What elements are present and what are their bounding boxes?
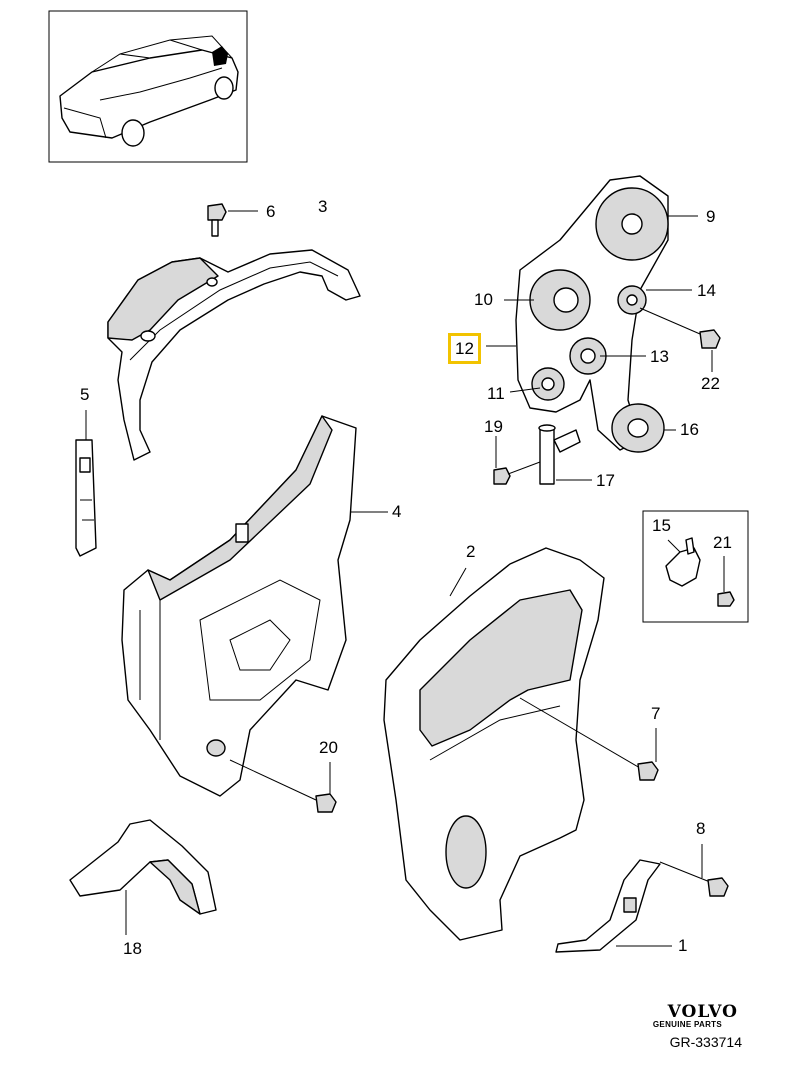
part-8-bolt (659, 844, 729, 897)
part-5-clip (75, 410, 97, 557)
callout-18: 18 (123, 939, 142, 958)
callout-14: 14 (697, 281, 716, 300)
callout-8: 8 (696, 819, 706, 838)
callout-21: 21 (713, 533, 732, 552)
part-1-shield (555, 859, 672, 953)
callout-12-highlighted[interactable]: 12 (448, 333, 481, 364)
callout-22: 22 (701, 374, 720, 393)
part-6-bolt (207, 203, 258, 237)
part-18-bracket (69, 819, 217, 935)
timing-belt-assembly (486, 175, 698, 453)
part-20-bolt (229, 759, 337, 813)
car-location-inset (48, 10, 248, 163)
callout-16: 16 (680, 420, 699, 439)
part-4-back-plate (121, 415, 388, 797)
callout-5: 5 (80, 385, 90, 404)
parts-inset-15-21 (642, 510, 749, 623)
part-7-bolt (519, 697, 659, 781)
callout-20: 20 (319, 738, 338, 757)
callout-6: 6 (266, 202, 276, 221)
part-2-lower-cover (383, 547, 605, 941)
callout-7: 7 (651, 704, 661, 723)
part-22-bolt (639, 307, 721, 372)
callout-15: 15 (652, 516, 671, 535)
callout-9: 9 (706, 207, 716, 226)
part-17-tensioner (538, 424, 592, 485)
part-19-bolt (493, 436, 541, 485)
brand-logo: VOLVO (667, 1002, 738, 1022)
brand-subtitle: GENUINE PARTS (652, 1020, 722, 1029)
callout-2: 2 (466, 542, 476, 561)
diagram-reference: GR-333714 (669, 1034, 742, 1050)
callout-1: 1 (678, 936, 688, 955)
callout-17: 17 (596, 471, 615, 490)
part-3-upper-cover (107, 249, 361, 461)
callout-19: 19 (484, 417, 503, 436)
callout-4: 4 (392, 502, 402, 521)
callout-3: 3 (318, 197, 328, 216)
callout-13: 13 (650, 347, 669, 366)
callout-10: 10 (474, 290, 493, 309)
callout-11: 11 (487, 384, 505, 403)
